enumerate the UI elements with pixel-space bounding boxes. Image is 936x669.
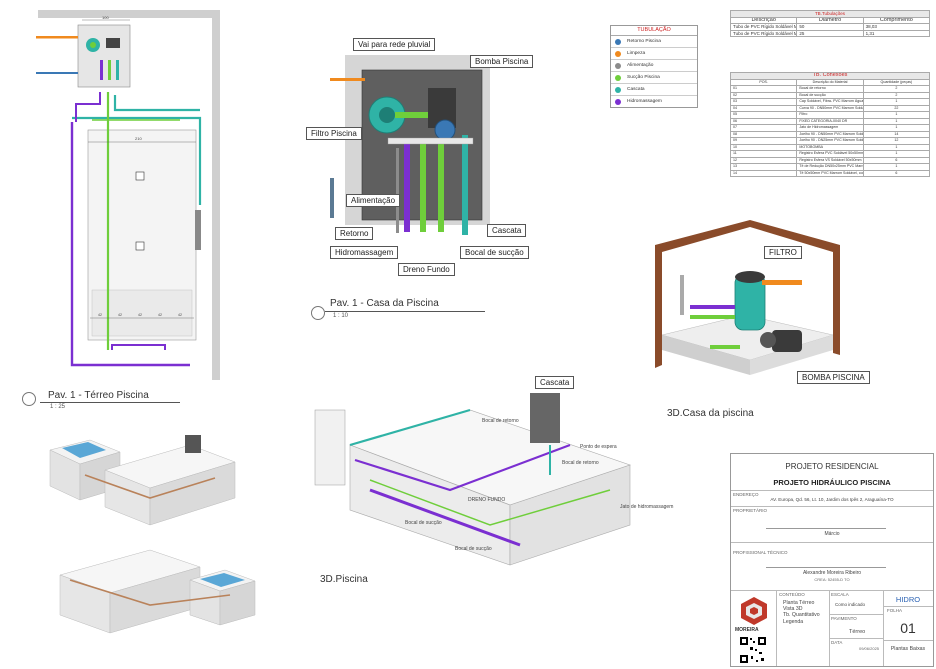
plan-view-title: Pav. 1 - Térreo Piscina xyxy=(48,390,149,401)
tb-escala-label: ESCALA xyxy=(831,592,849,597)
iso-label-bocal-retorno-2: Bocal de retorno xyxy=(562,460,599,466)
iso-pool-title: 3D.Piscina xyxy=(320,574,368,585)
iso-pool-model-2 xyxy=(50,535,260,645)
iso-label-jato: Jato de hidromassagem xyxy=(620,504,674,510)
legend-title: TUBULAÇÃO xyxy=(611,26,697,36)
iso-pool-model-1 xyxy=(40,430,250,530)
tb-pavimento-label: PAVIMENTO xyxy=(831,616,857,621)
tb-pavimento: Térreo xyxy=(849,629,866,635)
iso-label-cascata: Cascata xyxy=(535,376,575,389)
label-filtro: Filtro Piscina xyxy=(306,127,362,140)
iso-label-dreno: DRENO FUNDO xyxy=(468,497,506,503)
pump-house-title: Pav. 1 - Casa da Piscina xyxy=(330,298,439,309)
tb-proprietario: Márcio xyxy=(824,531,840,537)
tb-responsavel-label: PROFISSIONAL TÉCNICO xyxy=(733,550,788,555)
iso-pool xyxy=(310,385,640,575)
iso-label-bocal-succao-2: Bocal de sucção xyxy=(455,546,492,552)
tb-data: 09/06/2025 xyxy=(859,646,880,651)
iso-cascata xyxy=(530,393,560,443)
legend: TUBULAÇÃO Retorno Piscina Limpeza Alimen… xyxy=(610,25,698,108)
iso-label-ponto-espera: Ponto de espera xyxy=(580,444,617,450)
iso-filter-tank xyxy=(734,274,766,331)
tb-responsavel: Alexandre Moreira Ribeiro xyxy=(802,570,862,576)
plan-view-title-marker xyxy=(22,392,36,406)
plan-view-scale: 1 : 25 xyxy=(50,404,66,410)
label-bomba: Bomba Piscina xyxy=(470,55,534,68)
tb-conteudo-list: Planta Térreo Vista 3D Tb. Quantitativo … xyxy=(783,600,820,625)
tb-projeto: PROJETO RESIDENCIAL xyxy=(785,462,879,471)
tb-subtitle: PROJETO HIDRÁULICO PISCINA xyxy=(773,478,891,487)
iso-pump-house xyxy=(650,215,850,395)
dims-bottom: 42 42 42 42 42 xyxy=(98,313,182,317)
legend-item-hidromassagem: Hidromassagem xyxy=(611,96,697,107)
logo-text: MOREIRA xyxy=(735,627,759,633)
plan-view-drawing: 100 210 42 42 42 42 42 xyxy=(36,10,220,380)
tb-escala: Como indicado xyxy=(835,602,866,607)
table-tubulacoes: TB.Tubulações Descrição Diâmetro Comprim… xyxy=(729,10,931,37)
legend-item-retorno: Retorno Piscina xyxy=(611,36,697,48)
pump-house-scale: 1 : 10 xyxy=(333,313,349,319)
tb-data-label: DATA xyxy=(831,640,843,645)
label-dreno: Dreno Fundo xyxy=(398,263,455,276)
tb-disciplina: HIDRO xyxy=(895,595,921,604)
iso-label-bocal-retorno-1: Bocal de retorno xyxy=(482,418,519,424)
dim-top: 100 xyxy=(102,15,109,20)
label-retorno: Retorno xyxy=(335,227,374,240)
iso-pump xyxy=(772,330,802,352)
tb-endereco-label: ENDEREÇO xyxy=(733,492,759,497)
wall-right xyxy=(212,10,220,380)
legend-item-alimentacao: Alimentação xyxy=(611,60,697,72)
pump-house-title-marker xyxy=(311,306,325,320)
label-hidromassagem: Hidromassagem xyxy=(330,246,399,259)
company-logo xyxy=(739,596,769,626)
logo-icon xyxy=(741,597,767,625)
plan-view: 100 210 42 42 42 42 42 xyxy=(0,0,230,410)
tb-plantas: Plantas Baixas xyxy=(890,646,926,652)
tb-proprietario-label: PROPRIETÁRIO xyxy=(733,508,768,513)
table-conexoes: TB. Conexões POS. Descrição do Material … xyxy=(729,72,931,177)
pump-house-detail xyxy=(300,30,560,290)
qr-code-icon xyxy=(739,636,767,664)
tb-folha: 01 xyxy=(900,620,916,636)
iso-pump-house-title: 3D.Casa da piscina xyxy=(667,408,754,419)
label-cascata: Cascata xyxy=(487,224,527,237)
iso-label-filtro: FILTRO xyxy=(764,246,802,259)
iso-label-bocal-succao-1: Bocal de sucção xyxy=(405,520,442,526)
label-bocal-succao: Bocal de sucção xyxy=(460,246,529,259)
svg-text:42: 42 xyxy=(178,313,182,317)
label-alimentacao: Alimentação xyxy=(346,194,401,207)
qr-code xyxy=(739,636,767,664)
svg-text:42: 42 xyxy=(138,313,142,317)
wall-top xyxy=(38,10,220,18)
svg-text:42: 42 xyxy=(118,313,122,317)
legend-item-cascata: Cascata xyxy=(611,84,697,96)
legend-item-limpeza: Limpeza xyxy=(611,48,697,60)
tb-crea: CREA: 52455-D TO xyxy=(814,577,850,582)
table-row: Tubo de PVC Rígido Soldável Marrom, conf… xyxy=(729,29,931,37)
pump-box xyxy=(77,24,131,88)
table-conexoes-title: TB. Conexões xyxy=(730,72,930,80)
svg-text:42: 42 xyxy=(158,313,162,317)
tb-folha-label: FOLHA xyxy=(887,608,903,613)
dim-width: 210 xyxy=(135,136,142,141)
iso-label-bomba: BOMBA PISCINA xyxy=(797,371,870,384)
tb-endereco: AV. Europa, Qd. 56, Lt. 10, Jardim dos I… xyxy=(770,497,894,502)
title-block: PROJETO RESIDENCIAL PROJETO HIDRÁULICO P… xyxy=(730,453,934,667)
tb-conteudo-label: CONTEÚDO xyxy=(779,592,805,597)
legend-item-succao: Sucção Piscina xyxy=(611,72,697,84)
svg-text:42: 42 xyxy=(98,313,102,317)
label-vai-rede: Vai para rede pluvial xyxy=(353,38,436,51)
